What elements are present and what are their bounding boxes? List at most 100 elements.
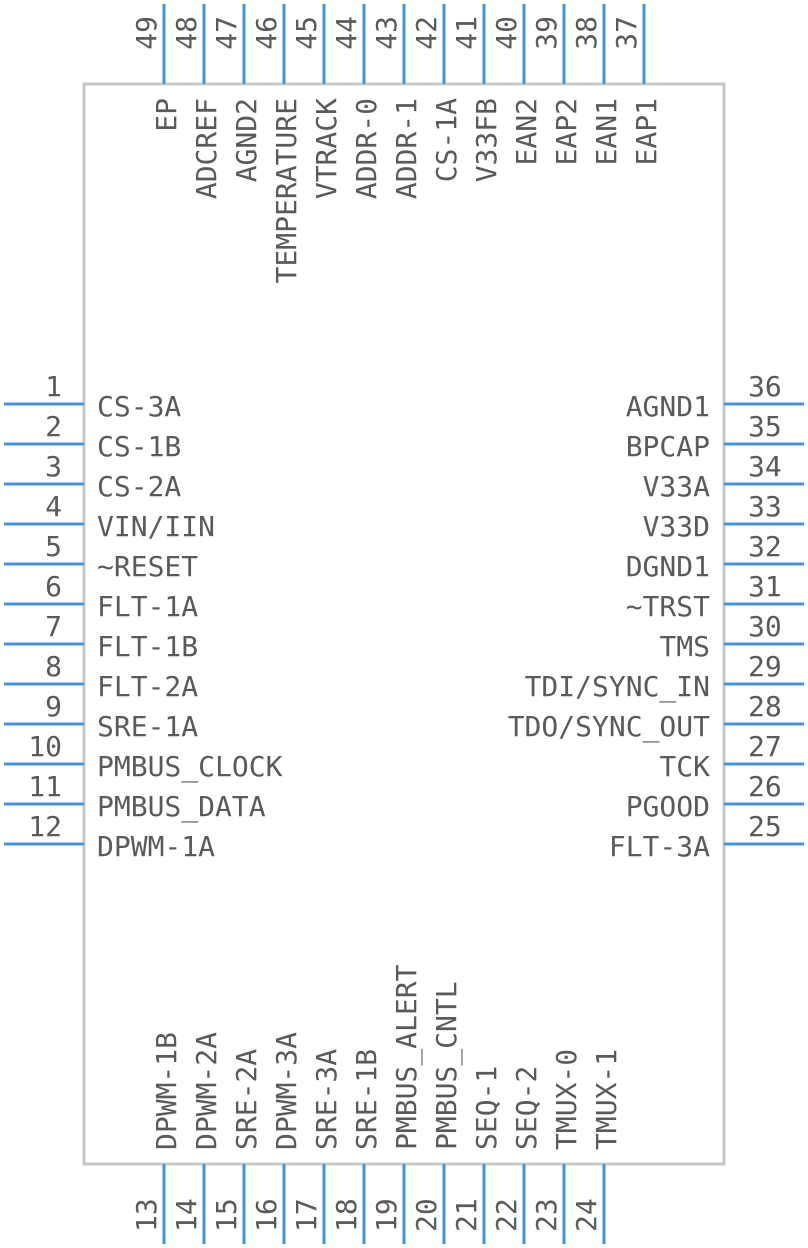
pin-3-name: CS-2A <box>97 470 181 503</box>
pin-5-number: 5 <box>45 530 62 563</box>
pin-48-name: ADCREF <box>190 98 223 199</box>
pin-25-number: 25 <box>748 810 782 843</box>
pin-22-name: SEQ-2 <box>510 1066 543 1150</box>
pin-18-number: 18 <box>330 1198 363 1232</box>
pin-12-number: 12 <box>28 810 62 843</box>
pin-5-name: ~RESET <box>97 550 198 583</box>
pin-2-number: 2 <box>45 410 62 443</box>
pin-23-name: TMUX-0 <box>550 1049 583 1150</box>
pin-37-name: EAP1 <box>630 98 663 165</box>
pin-14-number: 14 <box>170 1198 203 1232</box>
pin-20-number: 20 <box>410 1198 443 1232</box>
pin-13-number: 13 <box>130 1198 163 1232</box>
pin-30-number: 30 <box>748 610 782 643</box>
pin-19-name: PMBUS_ALERT <box>390 964 424 1150</box>
pin-35-number: 35 <box>748 410 782 443</box>
pin-7-name: FLT-1B <box>97 630 198 663</box>
pin-25-name: FLT-3A <box>609 830 710 863</box>
pin-30-name: TMS <box>659 630 710 663</box>
pin-34-name: V33A <box>643 470 711 503</box>
pin-46-number: 46 <box>250 16 283 50</box>
pin-43-name: ADDR-1 <box>390 98 423 199</box>
pin-16-number: 16 <box>250 1198 283 1232</box>
pin-17-name: SRE-3A <box>310 1049 343 1150</box>
pin-40-number: 40 <box>490 16 523 50</box>
pin-8-name: FLT-2A <box>97 670 198 703</box>
pin-6-number: 6 <box>45 570 62 603</box>
pin-23-number: 23 <box>530 1198 563 1232</box>
pin-44-number: 44 <box>330 16 363 50</box>
pin-1-name: CS-3A <box>97 390 181 423</box>
pin-48-number: 48 <box>170 16 203 50</box>
pin-3-number: 3 <box>45 450 62 483</box>
pin-20-name: PMBUS_CNTL <box>430 981 464 1150</box>
pin-46-name: TEMPERATURE <box>270 98 303 283</box>
pin-27-number: 27 <box>748 730 782 763</box>
pin-28-number: 28 <box>748 690 782 723</box>
pin-39-name: EAP2 <box>550 98 583 165</box>
pin-12-name: DPWM-1A <box>97 830 215 863</box>
pin-40-name: EAN2 <box>510 98 543 165</box>
pin-9-name: SRE-1A <box>97 710 198 743</box>
pin-11-name: PMBUS_DATA <box>97 790 266 824</box>
pin-42-name: CS-1A <box>430 98 463 182</box>
pin-47-name: AGND2 <box>230 98 263 182</box>
pin-26-name: PGOOD <box>626 790 710 823</box>
pin-17-number: 17 <box>290 1198 323 1232</box>
pin-8-number: 8 <box>45 650 62 683</box>
pin-36-number: 36 <box>748 370 782 403</box>
pin-2-name: CS-1B <box>97 430 181 463</box>
pin-49-number: 49 <box>130 16 163 50</box>
pin-32-name: DGND1 <box>626 550 710 583</box>
pin-38-name: EAN1 <box>590 98 623 165</box>
pin-10-name: PMBUS_CLOCK <box>97 750 283 784</box>
pin-1-number: 1 <box>45 370 62 403</box>
pin-16-name: DPWM-3A <box>270 1032 303 1150</box>
pin-4-number: 4 <box>45 490 62 523</box>
pin-4-name: VIN/IIN <box>97 510 215 543</box>
pin-34-number: 34 <box>748 450 782 483</box>
pin-42-number: 42 <box>410 16 443 50</box>
pin-9-number: 9 <box>45 690 62 723</box>
pin-45-number: 45 <box>290 16 323 50</box>
pin-35-name: BPCAP <box>626 430 710 463</box>
pin-15-name: SRE-2A <box>230 1049 263 1150</box>
ic-body <box>82 82 726 1166</box>
pin-15-number: 15 <box>210 1198 243 1232</box>
pin-24-number: 24 <box>570 1198 603 1232</box>
pin-6-name: FLT-1A <box>97 590 198 623</box>
pin-21-number: 21 <box>450 1198 483 1232</box>
pin-36-name: AGND1 <box>626 390 710 423</box>
pin-49-name: EP <box>150 98 183 132</box>
pin-24-name: TMUX-1 <box>590 1049 623 1150</box>
pin-13-name: DPWM-1B <box>150 1032 183 1150</box>
pin-29-name: TDI/SYNC_IN <box>525 670 710 704</box>
pin-11-number: 11 <box>28 770 62 803</box>
pin-31-name: ~TRST <box>626 590 710 623</box>
pin-45-name: VTRACK <box>310 98 343 199</box>
pin-22-number: 22 <box>490 1198 523 1232</box>
pin-32-number: 32 <box>748 530 782 563</box>
pin-39-number: 39 <box>530 16 563 50</box>
pin-31-number: 31 <box>748 570 782 603</box>
pin-18-name: SRE-1B <box>350 1049 383 1150</box>
pin-27-name: TCK <box>659 750 710 783</box>
pin-28-name: TDO/SYNC_OUT <box>508 710 710 744</box>
pin-47-number: 47 <box>210 16 243 50</box>
pin-29-number: 29 <box>748 650 782 683</box>
pin-19-number: 19 <box>370 1198 403 1232</box>
pin-41-number: 41 <box>450 16 483 50</box>
pin-14-name: DPWM-2A <box>190 1032 223 1150</box>
pin-21-name: SEQ-1 <box>470 1066 503 1150</box>
pin-33-name: V33D <box>643 510 710 543</box>
pin-44-name: ADDR-0 <box>350 98 383 199</box>
pin-43-number: 43 <box>370 16 403 50</box>
pin-37-number: 37 <box>610 16 643 50</box>
pin-41-name: V33FB <box>470 98 503 182</box>
pin-7-number: 7 <box>45 610 62 643</box>
pin-33-number: 33 <box>748 490 782 523</box>
pin-26-number: 26 <box>748 770 782 803</box>
pin-10-number: 10 <box>28 730 62 763</box>
